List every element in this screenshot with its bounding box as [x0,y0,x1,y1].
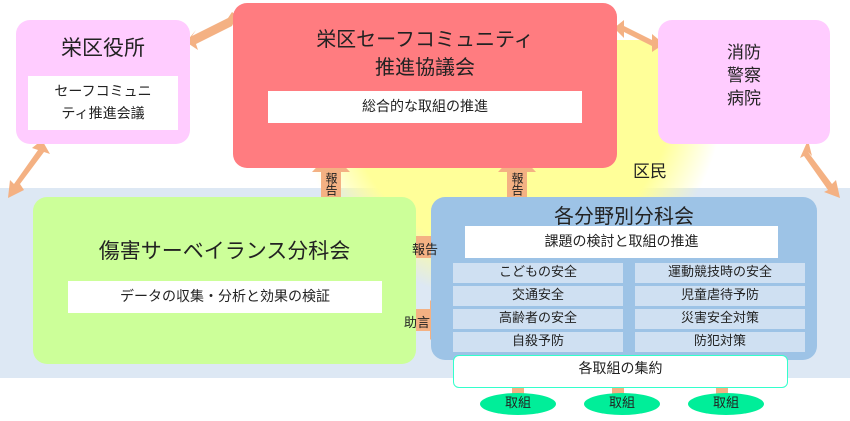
aggregation-box: 各取組の集約 [453,355,788,388]
field-item: 交通安全 [453,286,623,306]
agency-hospital: 病院 [727,89,761,109]
injury-surveillance-box: 傷害サーベイランス分科会 データの収集・分析と効果の検証 [33,197,416,364]
agency-police: 警察 [727,66,761,86]
field-item: こどもの安全 [453,263,623,283]
initiative-ellipse: 取組 [688,393,764,415]
promotion-council-box: 栄区セーフコミュニティ 推進協議会 総合的な取組の推進 [233,3,617,168]
residents-label: 区民 [633,162,667,182]
field-item: 自殺予防 [453,332,623,352]
field-committees-box: 各分野別分科会 課題の検討と取組の推進 こどもの安全 交通安全 高齢者の安全 自… [431,197,817,360]
agencies-box: 消防 警察 病院 [658,20,830,144]
promotion-council-title-line1: 栄区セーフコミュニティ [316,27,534,51]
ward-office-subtitle-line2: ティ推進会議 [61,106,145,122]
ward-office-subtitle-line1: セーフコミュニ [54,84,152,100]
injury-surveillance-title: 傷害サーベイランス分科会 [98,239,351,263]
promotion-council-title: 栄区セーフコミュニティ 推進協議会 [233,25,617,81]
injury-surveillance-role: データの収集・分析と効果の検証 [68,281,382,313]
report-label-up-left: 報告 [324,172,338,196]
promotion-council-title-line2: 推進協議会 [375,55,475,79]
field-item: 防犯対策 [635,332,805,352]
report-label-up-right: 報告 [510,172,524,196]
ward-office-subtitle: セーフコミュニ ティ推進会議 [28,76,178,130]
field-item: 児童虐待予防 [635,286,805,306]
double-arrow-council-agencies [614,20,664,52]
field-committees-role: 課題の検討と取組の推進 [465,226,778,258]
report-label-left: 報告 [412,243,439,258]
initiative-ellipse: 取組 [584,393,660,415]
field-committees-title: 各分野別分科会 [554,204,694,228]
promotion-council-role: 総合的な取組の推進 [268,91,582,123]
double-arrow-ward-council [186,12,242,50]
field-item: 運動競技時の安全 [635,263,805,283]
field-item: 高齢者の安全 [453,309,623,329]
field-item: 災害安全対策 [635,309,805,329]
initiative-ellipse: 取組 [480,393,556,415]
ward-office-title: 栄区役所 [61,36,145,60]
agency-fire: 消防 [727,43,761,63]
double-arrow-agencies-band [800,140,840,198]
double-arrow-ward-band [8,140,50,198]
advice-label-right: 助言 [404,316,431,331]
ward-office-box: 栄区役所 セーフコミュニ ティ推進会議 [16,20,190,144]
